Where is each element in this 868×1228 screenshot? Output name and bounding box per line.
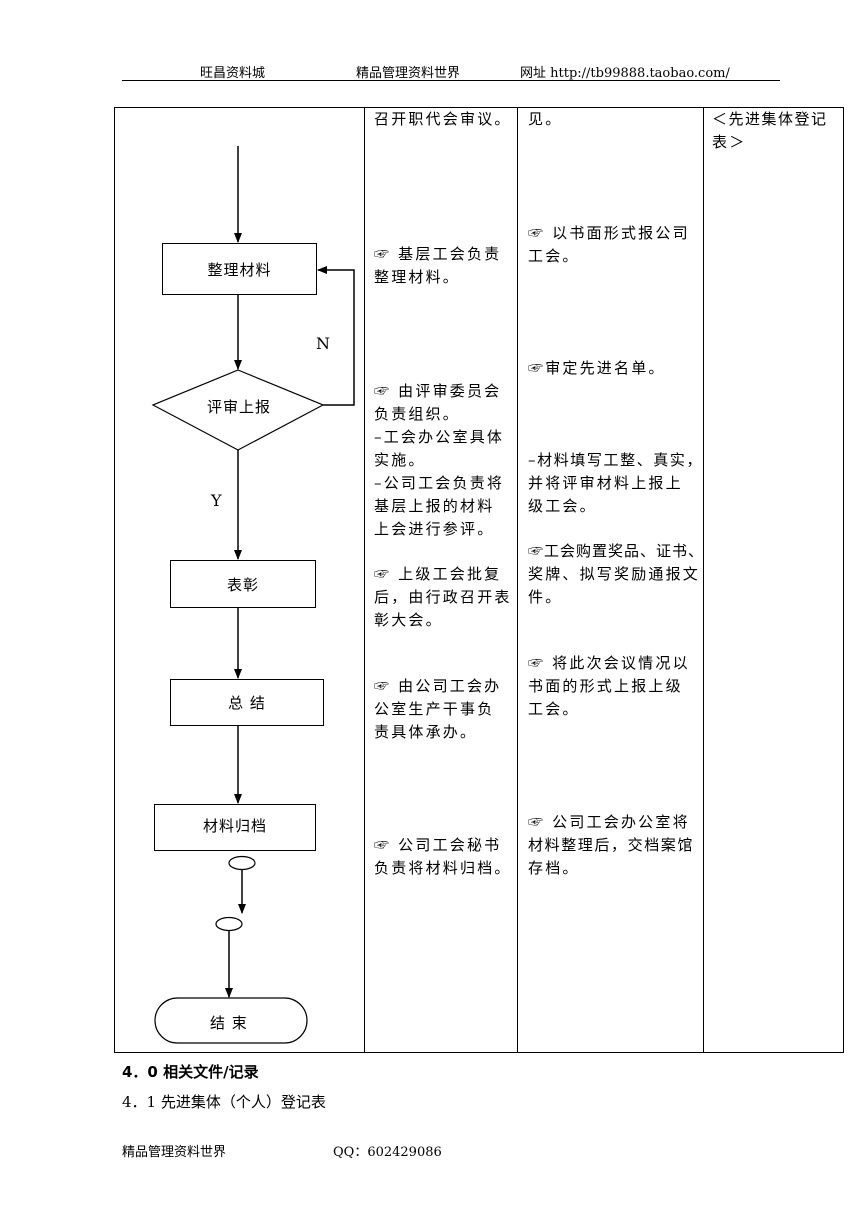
col2-row1-line2: 整理材料。 xyxy=(374,268,461,286)
col3-row1-line2: 工会。 xyxy=(528,247,580,265)
col3-row6-line2: 材料整理后，交档案馆 xyxy=(528,836,695,854)
col3-row4-line2: 奖牌、拟写奖励通报文 xyxy=(528,565,701,583)
col3-row3-line1: –材料填写工整、真实， xyxy=(528,451,704,469)
table-column-divider xyxy=(517,107,518,1053)
header-site-name: 旺昌资料城 xyxy=(200,66,266,81)
col2-row4-line3: 责具体承办。 xyxy=(374,723,478,741)
col3-row5-line3: 工会。 xyxy=(528,700,580,718)
col4-record-line1: ＜先进集体登记 xyxy=(712,110,828,128)
end-label: 结 束 xyxy=(210,1014,248,1032)
col2-row2-line1: ☞ 由评审委员会 xyxy=(374,382,502,400)
col4-record-line2: 表＞ xyxy=(712,133,747,151)
col3-row3-line2: 并将评审材料上报上 xyxy=(528,474,683,492)
col2-row2-line2: 负责组织。 xyxy=(374,405,461,423)
table-column-divider xyxy=(703,107,704,1053)
col3-row4-line3: 件。 xyxy=(528,588,563,606)
step-summary: 总 结 xyxy=(170,679,324,726)
section-title: 4．0 相关文件/记录 xyxy=(122,1063,259,1081)
col3-row5-line1: ☞ 将此次会议情况以 xyxy=(528,654,690,672)
col3-row0: 见。 xyxy=(528,110,563,128)
col3-row2: ☞审定先进名单。 xyxy=(528,359,666,377)
step-archive-materials: 材料归档 xyxy=(154,804,316,851)
section-item: 4．1 先进集体（个人）登记表 xyxy=(122,1093,326,1111)
col2-row2-line3: –工会办公室具体 xyxy=(374,428,505,446)
col2-row4-line2: 公室生产干事负 xyxy=(374,700,495,718)
col3-row6-line3: 存档。 xyxy=(528,859,580,877)
col2-row1-line1: ☞ 基层工会负责 xyxy=(374,245,502,263)
footer-left: 精品管理资料世界 xyxy=(122,1145,227,1160)
col3-row3-line3: 级工会。 xyxy=(528,497,597,515)
table-column-divider xyxy=(364,107,365,1053)
step-commendation: 表彰 xyxy=(170,560,316,608)
header-url[interactable]: 网址 http://tb99888.taobao.com/ xyxy=(520,66,730,81)
col3-row4-line1: ☞工会购置奖品、证书、 xyxy=(528,542,705,560)
col2-row0: 召开职代会审议。 xyxy=(374,110,512,128)
connector-circle-bottom xyxy=(215,916,243,932)
connector-circle-top xyxy=(228,855,256,871)
arrow-loop-n xyxy=(317,266,355,406)
header-rule xyxy=(122,80,780,81)
col2-row2-line5: –公司工会负责将 xyxy=(374,474,505,492)
process-table xyxy=(114,107,844,1053)
col2-row5-line1: ☞ 公司工会秘书 xyxy=(374,836,502,854)
col3-row1-line1: ☞ 以书面形式报公司 xyxy=(528,224,690,242)
col3-row6-line1: ☞ 公司工会办公室将 xyxy=(528,813,690,831)
end-terminal xyxy=(154,997,308,1044)
footer-qq: QQ：602429086 xyxy=(333,1145,442,1160)
col2-row3-line3: 彰大会。 xyxy=(374,611,443,629)
col2-row4-line1: ☞ 由公司工会办 xyxy=(374,677,502,695)
col2-row2-line7: 上会进行参评。 xyxy=(374,520,495,538)
label-yes: Y xyxy=(211,491,222,510)
col2-row2-line4: 实施。 xyxy=(374,451,426,469)
col3-row5-line2: 书面的形式上报上级 xyxy=(528,677,683,695)
step-organize-materials: 整理材料 xyxy=(162,243,317,295)
col2-row3-line2: 后，由行政召开表 xyxy=(374,588,512,606)
col2-row2-line6: 基层上报的材料 xyxy=(374,497,495,515)
decision-review-report: 评审上报 xyxy=(207,398,272,416)
col2-row5-line2: 负责将材料归档。 xyxy=(374,859,512,877)
col2-row3-line1: ☞ 上级工会批复 xyxy=(374,565,502,583)
header-title: 精品管理资料世界 xyxy=(356,66,461,81)
label-no: N xyxy=(316,334,330,353)
